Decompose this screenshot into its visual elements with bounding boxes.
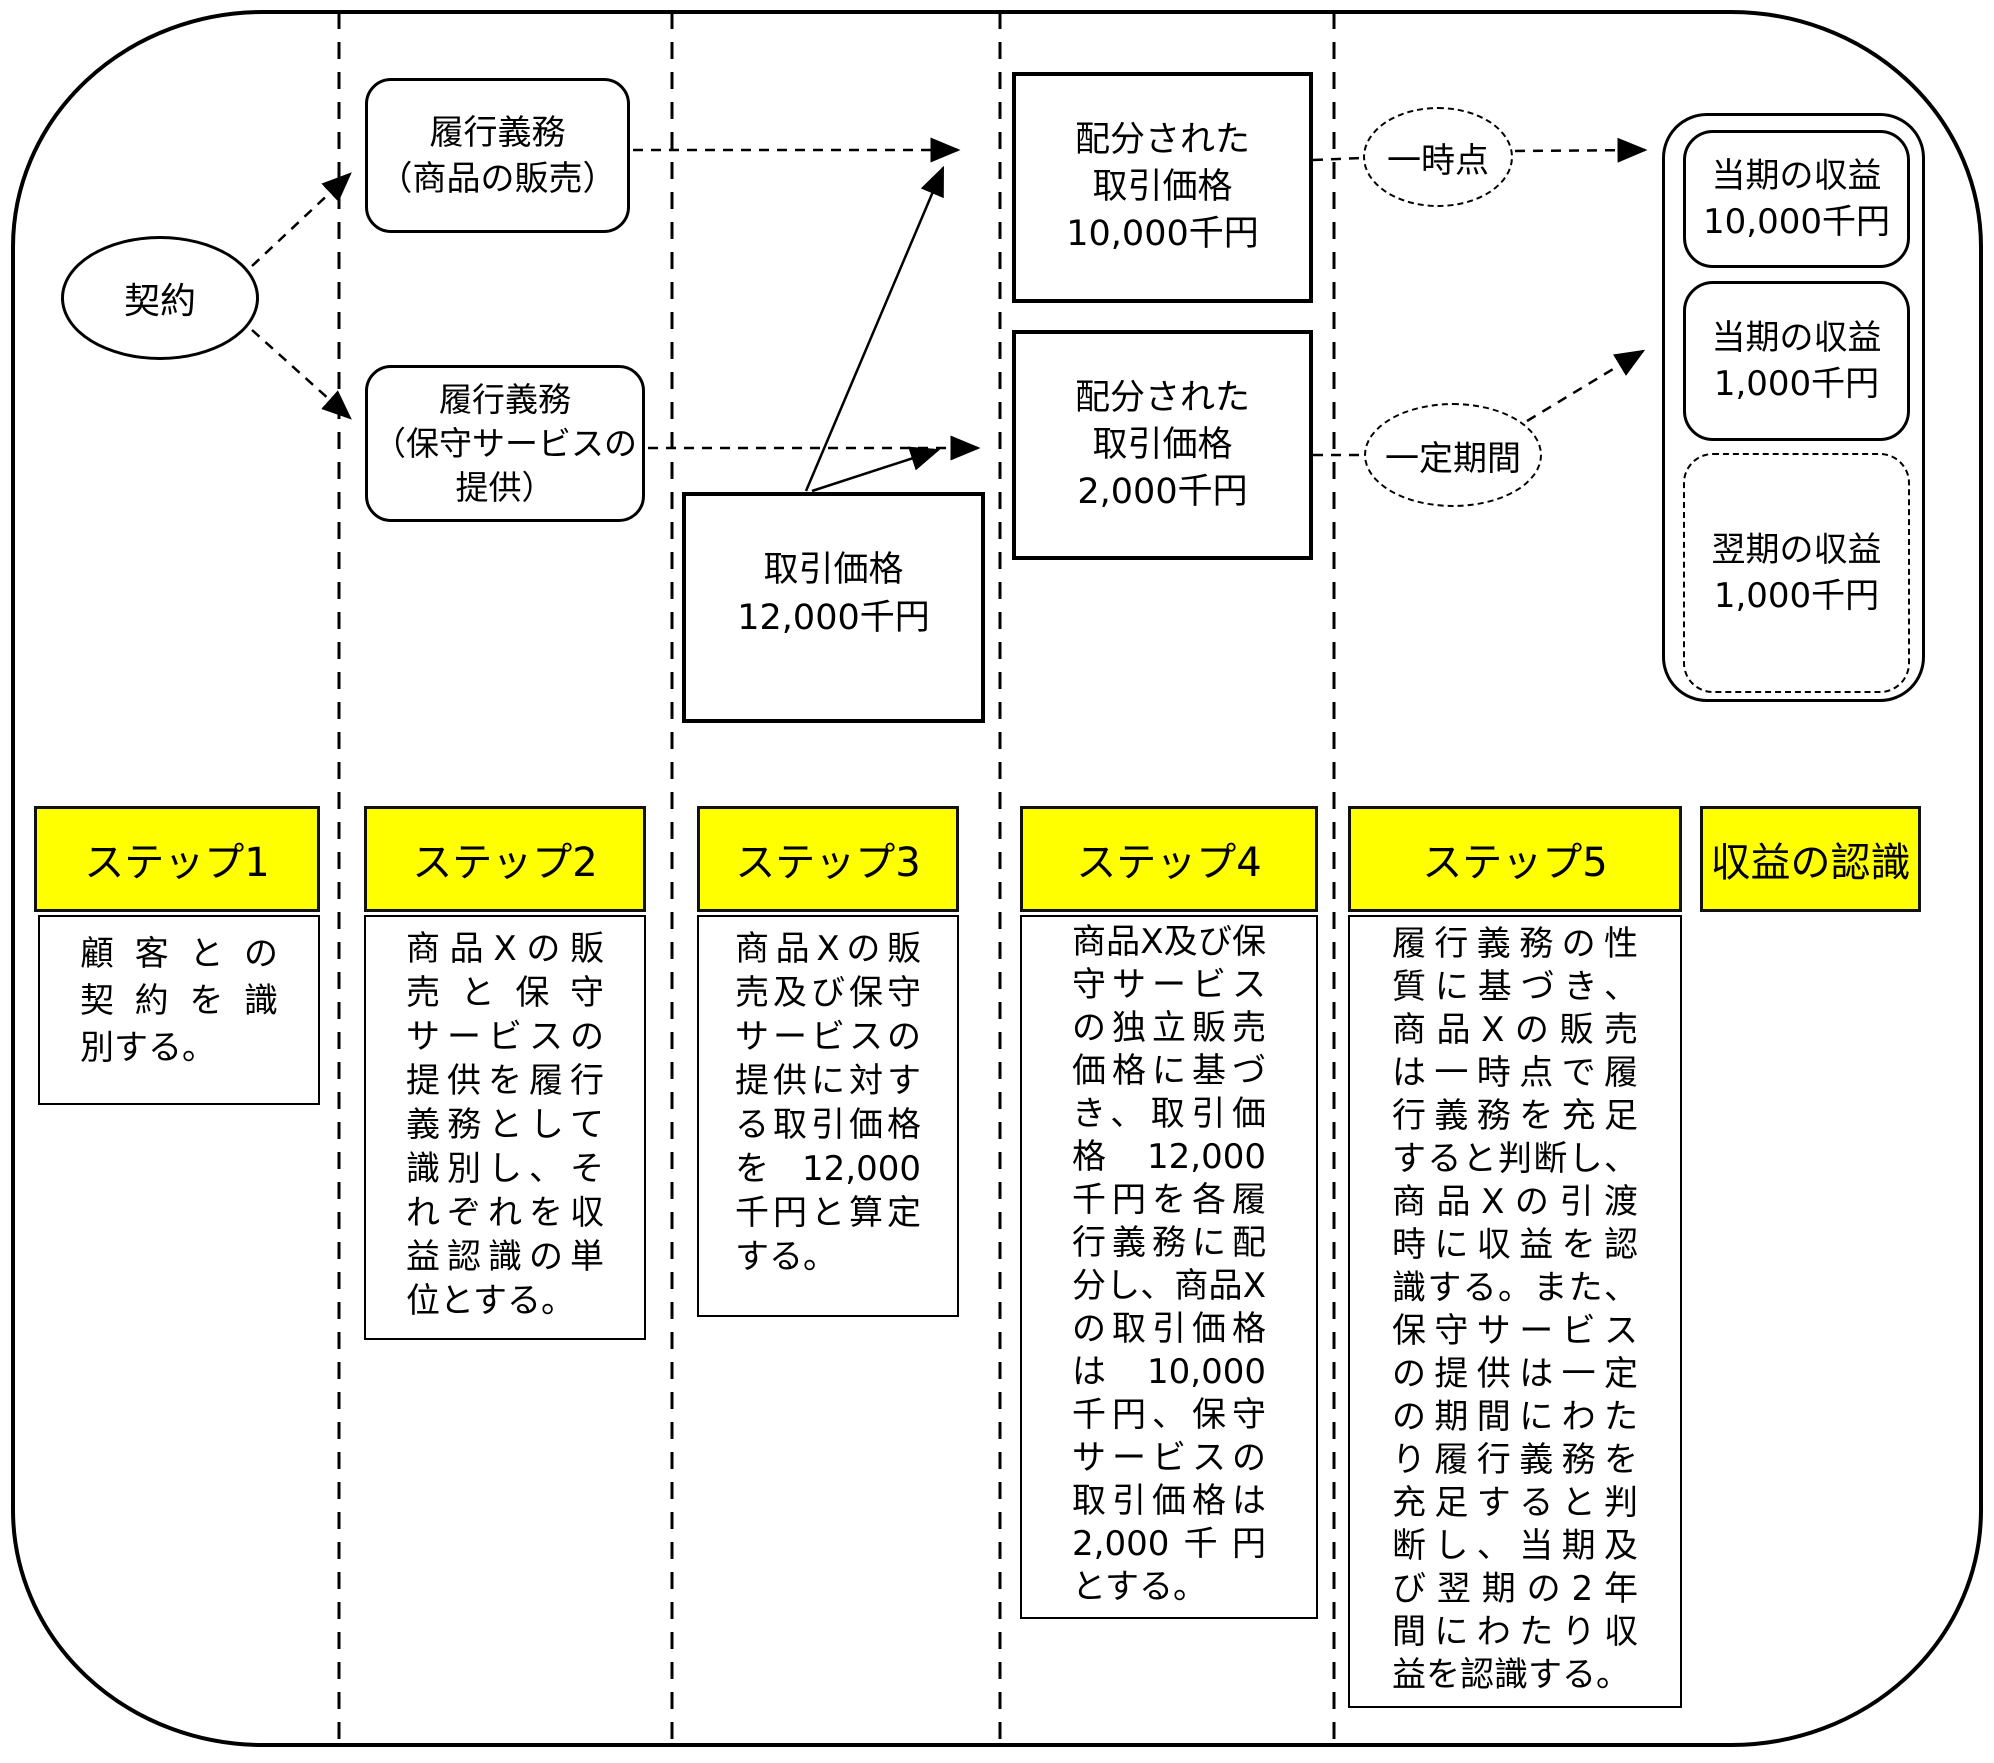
body-text-line: り履行義務を	[1392, 1440, 1638, 1480]
body-text-line: サービスの	[1072, 1438, 1266, 1478]
revenue-current-service-box: 当期の収益 1,000千円	[1683, 281, 1910, 441]
body-text-line: 千円、保守	[1072, 1395, 1266, 1435]
step3-header: ステップ3	[697, 806, 959, 912]
body-text-line: 提供に対す	[735, 1061, 921, 1101]
body-text-line: 位とする。	[406, 1281, 575, 1321]
body-text-line: 益を認識する。	[1392, 1655, 1630, 1695]
body-text-line: 提供を履行	[406, 1061, 604, 1101]
body-text-line: 取引価格は	[1072, 1481, 1266, 1521]
body-text-line: 商品Xの販	[406, 929, 604, 969]
body-text-line: 益認識の単	[406, 1237, 604, 1277]
body-text-line: の期間にわた	[1392, 1397, 1638, 1437]
step5-header: ステップ5	[1348, 806, 1682, 912]
body-text-line: 義務として	[406, 1105, 604, 1145]
transaction-price-box: 取引価格 12,000千円	[682, 492, 985, 723]
body-text-line: れぞれを収	[406, 1193, 604, 1233]
body-text-line: 2,000千円	[1072, 1524, 1266, 1564]
body-text-line: 商品Xの販	[735, 929, 921, 969]
body-text-line: 千円と算定	[735, 1193, 921, 1233]
step2-header: ステップ2	[364, 806, 646, 912]
revenue-current-product-box: 当期の収益 10,000千円	[1683, 130, 1910, 268]
step1-body-box: 顧客との契約を識別する。	[38, 915, 320, 1105]
body-text-line: 識別し、そ	[406, 1149, 604, 1189]
body-text-line: 売及び保守	[735, 973, 921, 1013]
connector-allocated-product-to-point-in-time	[1312, 156, 1364, 162]
body-text-line: 質に基づき、	[1392, 967, 1638, 1007]
arrow-contract-to-product-obligation	[251, 172, 352, 267]
body-text-line: の取引価格	[1072, 1309, 1266, 1349]
body-text-line: は 10,000	[1072, 1352, 1266, 1392]
body-text-line: 断し、当期及	[1392, 1526, 1638, 1566]
revenue-group-container: 当期の収益 10,000千円 当期の収益 1,000千円 翌期の収益 1,000…	[1662, 113, 1925, 702]
body-text-line: すると判断し、	[1392, 1139, 1638, 1179]
revenue-next-service-box: 翌期の収益 1,000千円	[1683, 453, 1910, 693]
body-text-line: 充足すると判	[1392, 1483, 1638, 1523]
body-text-line: 格 12,000	[1072, 1137, 1266, 1177]
arrow-price-to-allocated-product	[804, 165, 945, 492]
body-text-line: 時に収益を認	[1392, 1225, 1638, 1265]
arrow-point-in-time-to-revenue	[1514, 137, 1648, 163]
body-text-line: サービスの	[735, 1017, 921, 1057]
body-text-line: 商品Xの引渡	[1392, 1182, 1638, 1222]
performance-obligation-service-box: 履行義務 （保守サービスの 提供）	[365, 365, 645, 522]
step5-body-box: 履行義務の性質に基づき、商品Xの販売は一時点で履行義務を充足すると判断し、商品X…	[1348, 915, 1682, 1708]
page-border	[11, 10, 1983, 1747]
body-text-line: 契約を識	[80, 981, 278, 1021]
point-in-time-ellipse: 一時点	[1363, 107, 1513, 207]
body-text-line: 保守サービス	[1392, 1311, 1638, 1351]
body-text-line: 顧客との	[80, 934, 278, 974]
body-text-line: 行義務に配	[1072, 1223, 1266, 1263]
contract-ellipse: 契約	[61, 236, 259, 360]
body-text-line: 履行義務の性	[1392, 924, 1638, 964]
revenue-recognition-header: 収益の認識	[1700, 806, 1921, 912]
over-time-ellipse: 一定期間	[1364, 403, 1542, 507]
allocated-price-product-box: 配分された 取引価格 10,000千円	[1012, 72, 1313, 303]
body-text-line: 間にわたり収	[1392, 1612, 1638, 1652]
body-text-line: 商品Xの販売	[1392, 1010, 1638, 1050]
body-text-line: 別する。	[80, 1028, 216, 1068]
arrow-contract-to-service-obligation	[251, 329, 352, 420]
body-text-line: の独立販売	[1072, 1008, 1266, 1048]
body-text-line: 行義務を充足	[1392, 1096, 1638, 1136]
allocated-price-service-box: 配分された 取引価格 2,000千円	[1012, 330, 1313, 560]
body-text-line: 価格に基づ	[1072, 1051, 1266, 1091]
body-text-line: とする。	[1072, 1567, 1207, 1607]
body-text-line: 守サービス	[1072, 965, 1266, 1005]
body-text-line: る取引価格	[735, 1105, 921, 1145]
body-text-line: 識する。また、	[1392, 1268, 1638, 1308]
arrow-price-to-allocated-service	[811, 446, 941, 493]
body-text-line: の提供は一定	[1392, 1354, 1638, 1394]
body-text-line: する。	[735, 1237, 837, 1277]
body-text-line: び翌期の2年	[1392, 1569, 1638, 1609]
body-text-line: は一時点で履	[1392, 1053, 1638, 1093]
body-text-line: 商品X及び保	[1072, 922, 1266, 962]
step4-header: ステップ4	[1020, 806, 1318, 912]
step1-header: ステップ1	[34, 806, 320, 912]
body-text-line: 分し、商品X	[1072, 1266, 1266, 1306]
step2-body-box: 商品Xの販売と保守サービスの提供を履行義務として識別し、それぞれを収益認識の単位…	[364, 915, 646, 1340]
performance-obligation-product-box: 履行義務 （商品の販売）	[365, 78, 630, 233]
body-text-line: を12,000	[735, 1149, 921, 1189]
body-text-line: サービスの	[406, 1017, 604, 1057]
arrow-over-time-to-revenue	[1526, 349, 1646, 423]
body-text-line: 売と保守	[406, 973, 604, 1013]
body-text-line: 千円を各履	[1072, 1180, 1266, 1220]
body-text-line: き、取引価	[1072, 1094, 1266, 1134]
